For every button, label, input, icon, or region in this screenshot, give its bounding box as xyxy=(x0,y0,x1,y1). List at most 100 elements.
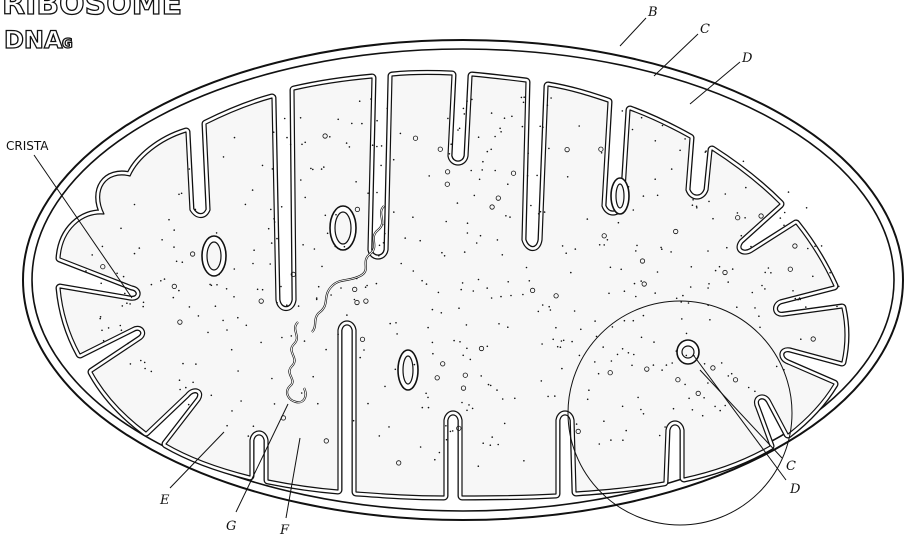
matrix-dot xyxy=(567,176,569,178)
matrix-dot xyxy=(509,216,511,218)
matrix-dot xyxy=(393,159,395,161)
matrix-dot xyxy=(628,186,630,188)
matrix-dot xyxy=(521,97,523,99)
matrix-dot xyxy=(218,274,220,276)
matrix-dot xyxy=(312,169,314,171)
matrix-dot xyxy=(838,286,840,288)
matrix-dot xyxy=(400,263,402,265)
matrix-dot xyxy=(691,266,693,268)
matrix-dot xyxy=(719,266,721,268)
matrix-dot xyxy=(487,151,489,153)
matrix-dot xyxy=(323,166,325,168)
matrix-dot xyxy=(499,128,501,130)
matrix-dot xyxy=(555,327,557,329)
matrix-dot xyxy=(270,209,272,211)
matrix-dot xyxy=(692,199,694,201)
matrix-dot xyxy=(594,361,596,363)
matrix-dot xyxy=(478,465,480,467)
matrix-dot xyxy=(290,144,292,146)
matrix-dot xyxy=(450,143,452,145)
matrix-dot xyxy=(610,267,612,269)
matrix-dot xyxy=(682,295,684,297)
matrix-dot xyxy=(379,435,381,437)
matrix-dot xyxy=(633,354,635,356)
matrix-dot xyxy=(661,248,663,250)
matrix-dot xyxy=(500,296,502,298)
matrix-dot xyxy=(574,310,576,312)
matrix-dot xyxy=(548,306,550,308)
header-title: DNA xyxy=(4,26,63,54)
matrix-dot xyxy=(603,244,605,246)
matrix-dot xyxy=(248,435,250,437)
matrix-dot xyxy=(744,217,746,219)
matrix-dot xyxy=(304,340,306,342)
matrix-dot xyxy=(624,320,626,322)
matrix-dot xyxy=(836,306,838,308)
matrix-dot xyxy=(608,293,610,295)
matrix-dot xyxy=(547,396,549,398)
matrix-dot xyxy=(182,261,184,263)
matrix-dot xyxy=(474,195,476,197)
matrix-dot xyxy=(457,202,459,204)
matrix-dot xyxy=(797,299,799,301)
matrix-dot xyxy=(413,270,415,272)
matrix-dot xyxy=(434,459,436,461)
matrix-dot xyxy=(353,420,355,422)
matrix-dot xyxy=(505,215,507,217)
matrix-dot xyxy=(173,297,175,299)
matrix-dot xyxy=(458,307,460,309)
matrix-dot xyxy=(359,357,361,359)
matrix-dot xyxy=(144,368,146,370)
matrix-dot xyxy=(657,195,659,197)
matrix-dot xyxy=(764,272,766,274)
matrix-dot xyxy=(99,318,101,320)
matrix-dot xyxy=(527,153,529,155)
matrix-dot xyxy=(384,386,386,388)
matrix-dot xyxy=(276,238,278,240)
matrix-dot xyxy=(478,279,480,281)
matrix-dot xyxy=(422,407,424,409)
matrix-dot xyxy=(632,129,634,131)
matrix-dot xyxy=(335,214,337,216)
matrix-dot xyxy=(620,269,622,271)
matrix-dot xyxy=(432,342,434,344)
matrix-dot xyxy=(354,299,356,301)
header-title-subscript: G xyxy=(62,37,73,52)
matrix-dot xyxy=(226,329,228,331)
matrix-dot xyxy=(355,181,357,183)
matrix-dot xyxy=(337,334,339,336)
matrix-dot xyxy=(300,179,302,181)
matrix-dot xyxy=(400,133,402,135)
matrix-dot xyxy=(168,219,170,221)
matrix-dot xyxy=(116,273,118,275)
matrix-dot xyxy=(246,325,248,327)
matrix-dot xyxy=(587,399,589,401)
matrix-dot xyxy=(376,192,378,194)
matrix-dot xyxy=(257,289,259,291)
matrix-dot xyxy=(479,179,481,181)
matrix-dot xyxy=(637,397,639,399)
matrix-dot xyxy=(428,175,430,177)
matrix-dot xyxy=(441,252,443,254)
matrix-dot xyxy=(724,405,726,407)
matrix-dot xyxy=(102,246,104,248)
matrix-dot xyxy=(676,350,678,352)
matrix-dot xyxy=(126,302,128,304)
matrix-dot xyxy=(752,292,754,294)
matrix-dot xyxy=(367,192,369,194)
label-d-top: D xyxy=(741,51,753,66)
matrix-dot xyxy=(480,235,482,237)
matrix-dot xyxy=(707,250,709,252)
matrix-dot xyxy=(460,289,462,291)
matrix-dot xyxy=(488,384,490,386)
matrix-dot xyxy=(736,306,738,308)
matrix-dot xyxy=(544,211,546,213)
matrix-dot xyxy=(298,305,300,307)
matrix-dot xyxy=(643,315,645,317)
matrix-dot xyxy=(598,373,600,375)
matrix-dot xyxy=(599,244,601,246)
matrix-dot xyxy=(541,343,543,345)
matrix-dot xyxy=(195,363,197,365)
matrix-dot xyxy=(414,364,416,366)
